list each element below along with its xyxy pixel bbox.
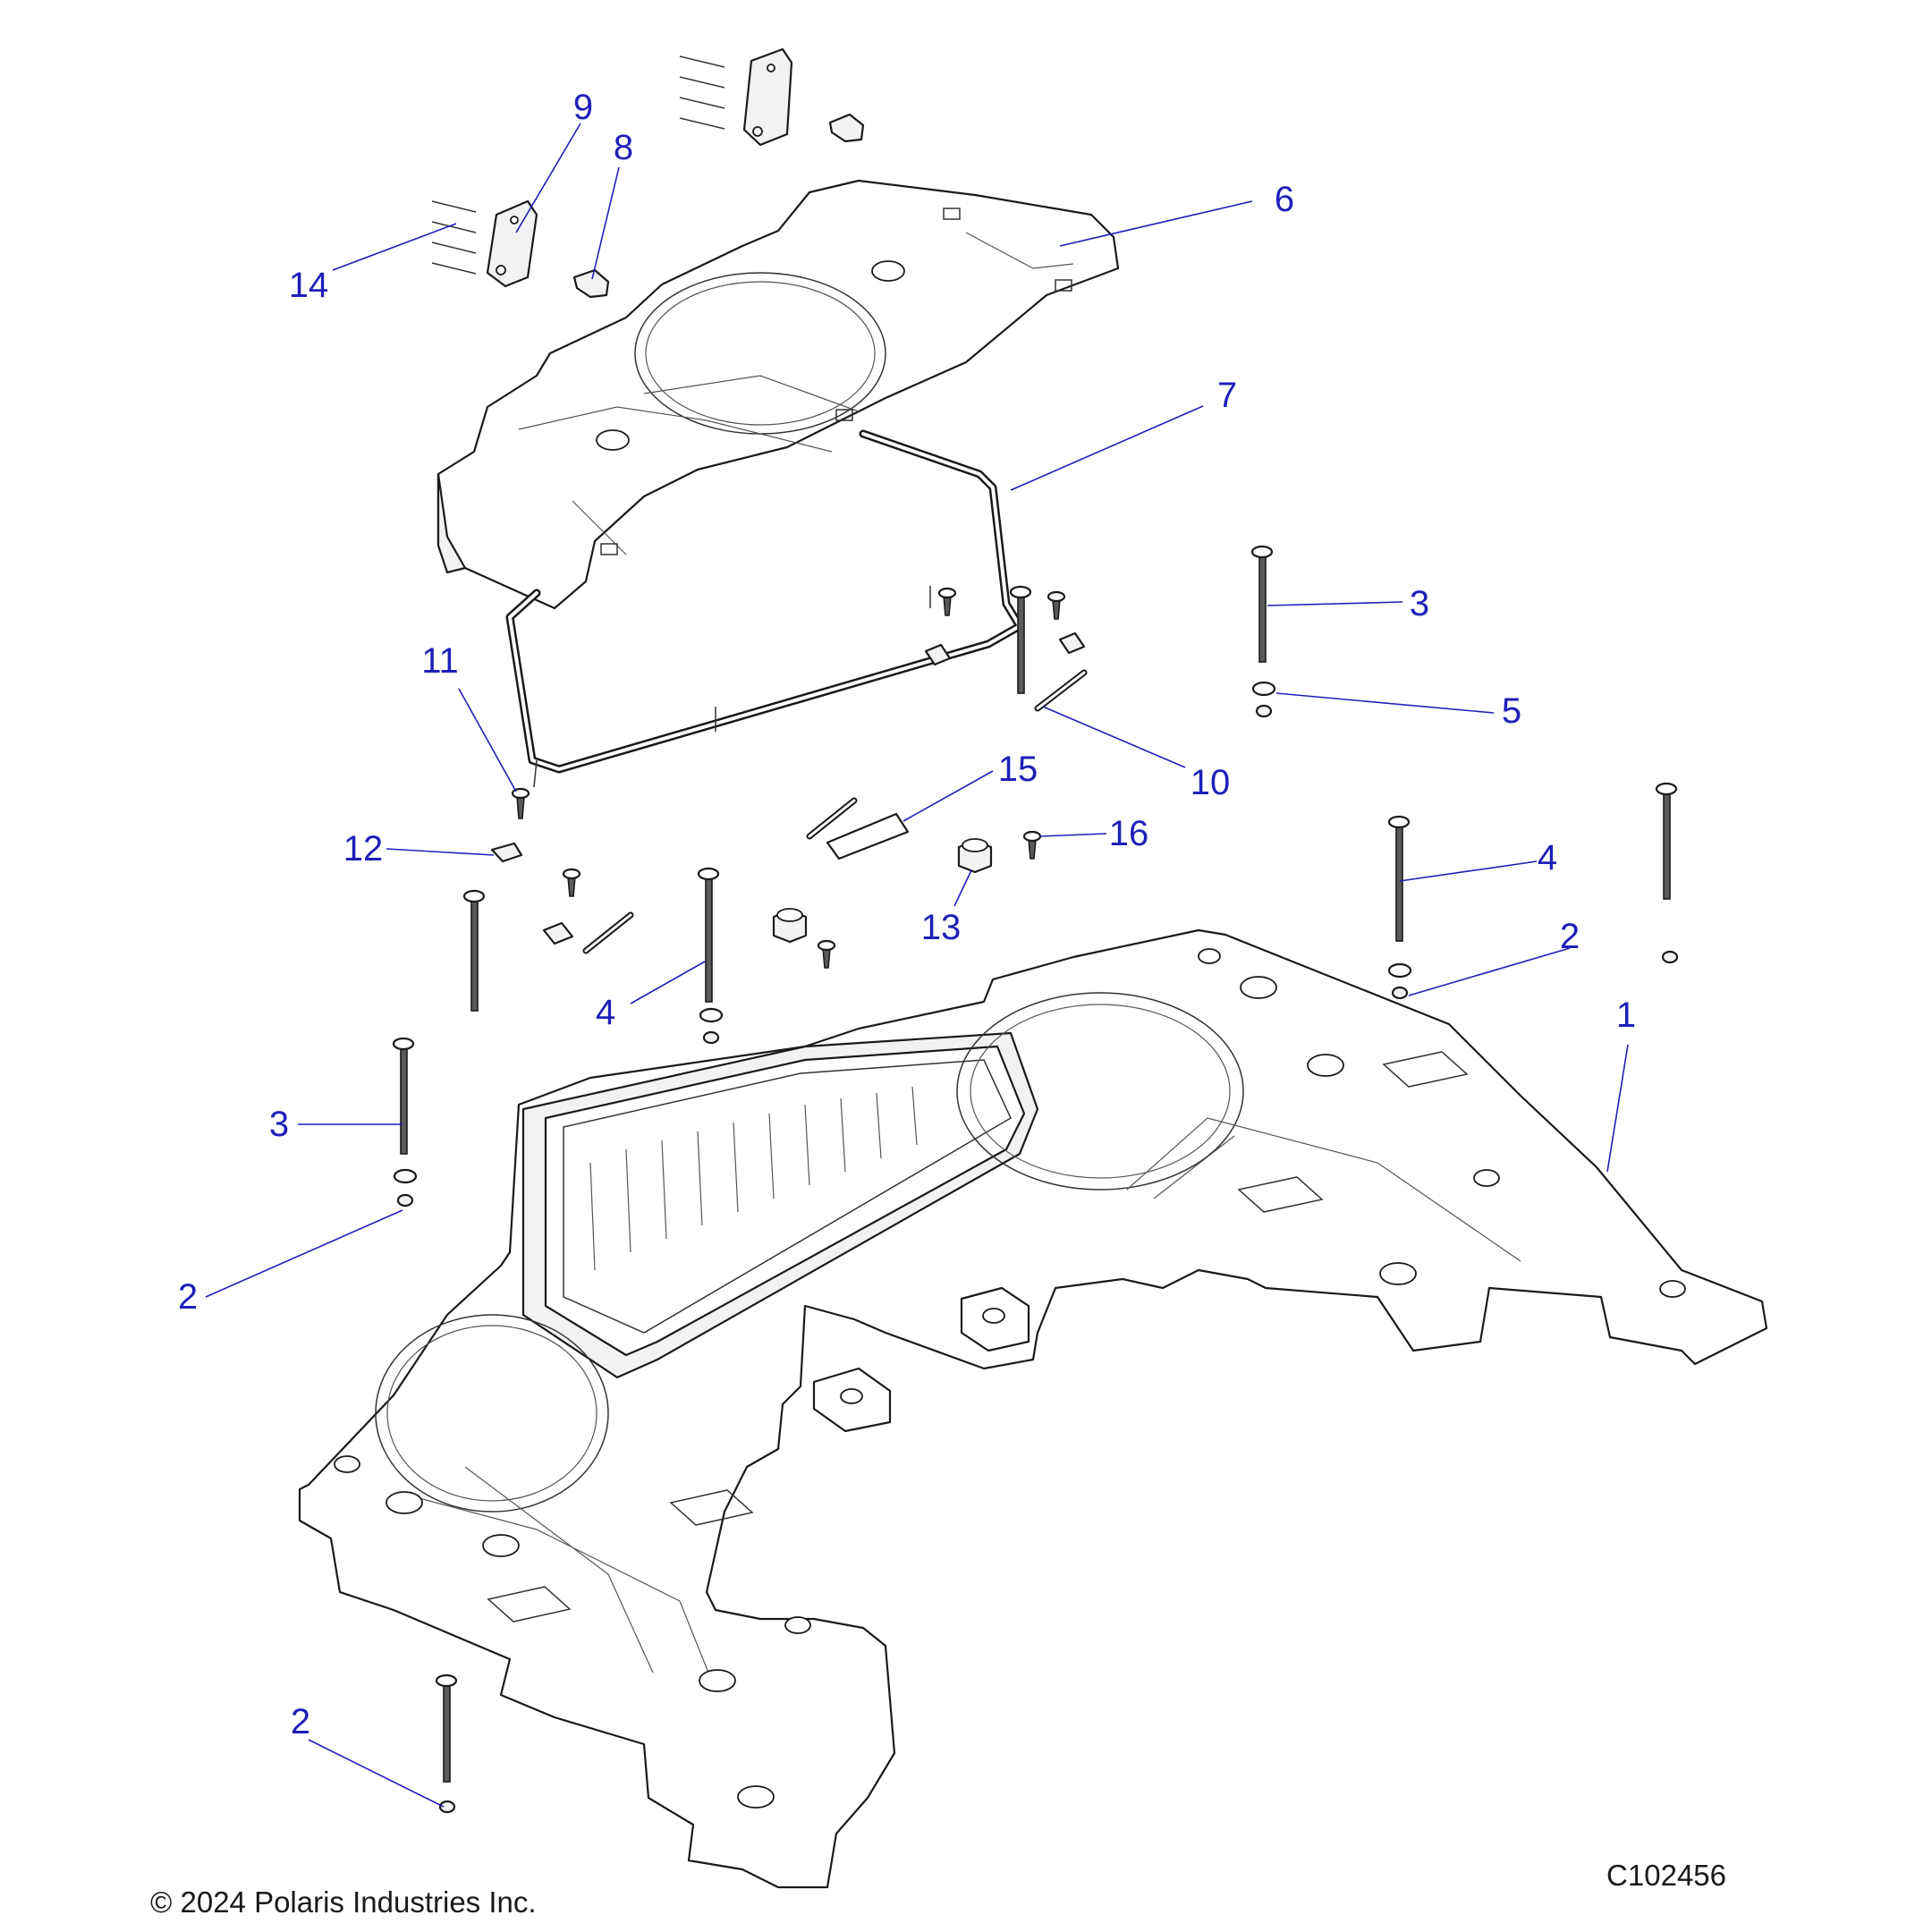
callout-7: 7 bbox=[1217, 376, 1237, 415]
clip-nuts bbox=[490, 631, 1086, 945]
long-bolts bbox=[392, 545, 1678, 1783]
callout-4: 4 bbox=[1538, 838, 1557, 877]
callout-16: 16 bbox=[1109, 814, 1149, 853]
callout-10: 10 bbox=[1191, 763, 1231, 802]
small-screws bbox=[511, 587, 1066, 969]
callout-15: 15 bbox=[998, 750, 1038, 789]
callout-5: 5 bbox=[1502, 691, 1521, 731]
callout-4: 4 bbox=[596, 993, 615, 1032]
callout-6: 6 bbox=[1275, 180, 1294, 219]
washers-and-nuts bbox=[393, 681, 1679, 1814]
callout-9: 9 bbox=[573, 88, 593, 127]
base-mounting-holes bbox=[334, 948, 1686, 1809]
latch-clip-part bbox=[572, 113, 865, 299]
callout-13: 13 bbox=[921, 908, 962, 947]
callout-14: 14 bbox=[289, 266, 329, 305]
callout-labels: 1 2 2 2 3 3 4 4 5 6 7 8 9 10 11 12 13 14… bbox=[178, 88, 1636, 1741]
hinge-part bbox=[486, 47, 793, 288]
callout-12: 12 bbox=[343, 829, 384, 869]
callout-2: 2 bbox=[1560, 917, 1580, 956]
callout-2: 2 bbox=[291, 1702, 310, 1741]
callout-3: 3 bbox=[1410, 584, 1429, 623]
tube-frame-part bbox=[505, 429, 1024, 788]
rack-base-part bbox=[298, 928, 1768, 1889]
grommets bbox=[772, 838, 993, 944]
callout-1: 1 bbox=[1616, 996, 1636, 1035]
drawing-number: C102456 bbox=[1606, 1859, 1726, 1892]
rivet-set-part bbox=[431, 55, 725, 275]
copyright-notice: © 2024 Polaris Industries Inc. bbox=[150, 1885, 537, 1919]
callout-2: 2 bbox=[178, 1277, 198, 1317]
callout-3: 3 bbox=[269, 1105, 289, 1144]
top-panel-part bbox=[436, 179, 1120, 610]
leader-lines bbox=[205, 123, 1629, 1808]
callout-11: 11 bbox=[421, 641, 459, 681]
decal-part bbox=[826, 812, 910, 860]
base-tie-down-pockets bbox=[487, 1051, 1469, 1623]
callout-8: 8 bbox=[614, 128, 633, 167]
pins bbox=[582, 669, 1088, 954]
